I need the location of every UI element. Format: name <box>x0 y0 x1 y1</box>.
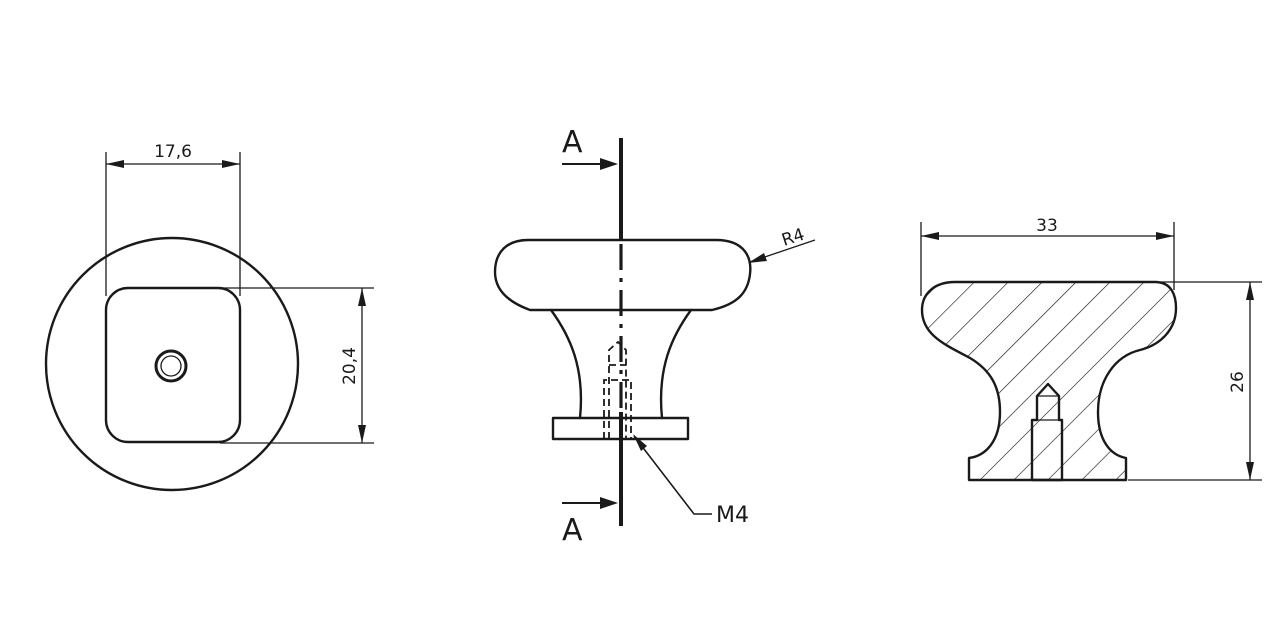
section-view-bore <box>1030 382 1064 482</box>
section-label-bottom: A <box>562 513 583 548</box>
side-view-hidden-thread <box>603 340 632 439</box>
section-view-body <box>920 280 1178 482</box>
top-view-outer-circle <box>44 236 300 492</box>
thread-label: M4 <box>716 503 749 528</box>
top-view-hole-outer <box>154 349 188 383</box>
section-arrow-top: A <box>562 125 618 170</box>
section-label-top: A <box>562 125 583 160</box>
side-view-neck <box>549 308 693 420</box>
top-view: 17,6 20,4 <box>44 142 374 492</box>
radius-callout: R4 <box>748 225 816 263</box>
top-view-hole-inner <box>160 355 182 377</box>
radius-label: R4 <box>779 225 807 251</box>
dimension-width-section-label: 33 <box>1036 216 1058 236</box>
section-view: 33 26 <box>920 216 1262 482</box>
side-view: A A R4 M4 <box>493 125 816 548</box>
side-view-cap <box>493 238 752 312</box>
thread-callout: M4 <box>633 434 749 528</box>
dimension-height-section: 26 <box>1128 281 1262 481</box>
dimension-width-section: 33 <box>920 216 1175 296</box>
section-arrow-bottom: A <box>562 497 618 548</box>
dimension-width-top-label: 17,6 <box>154 142 192 162</box>
dimension-height-top-label: 20,4 <box>340 347 360 385</box>
dimension-width-top: 17,6 <box>105 142 241 296</box>
dimension-height-top: 20,4 <box>220 287 374 444</box>
top-view-square-base <box>104 286 242 444</box>
dimension-height-section-label: 26 <box>1228 371 1248 393</box>
